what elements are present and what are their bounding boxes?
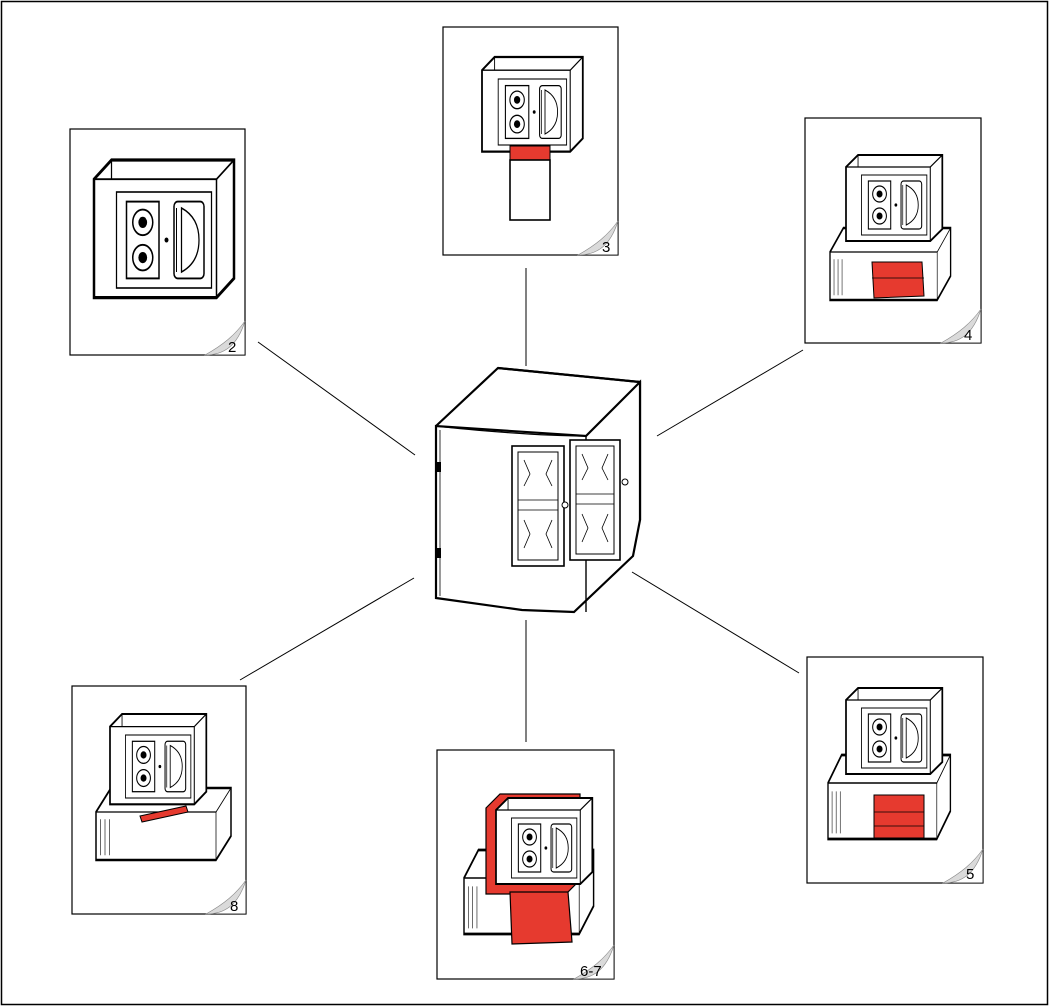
panel-2: 2 [69, 128, 246, 356]
panel-4-socket-box [845, 154, 944, 242]
connector-line-2 [257, 341, 416, 456]
panel-3-number: 3 [602, 239, 610, 256]
panel-2-socket-box [92, 158, 236, 300]
panel-8: 8 [71, 685, 247, 915]
connector-line-8 [239, 577, 415, 681]
panel-5-red-band [873, 794, 925, 839]
panel-3-riser [509, 159, 551, 221]
panel-8-number: 8 [230, 898, 238, 915]
panel-4: 4 [804, 117, 982, 344]
panel-3-socket-box [480, 55, 584, 153]
panel-4-red-band [871, 261, 925, 299]
panel-3-red-collar [509, 145, 551, 161]
connector-line-5 [631, 571, 800, 674]
panel-6-7: 6-7 [436, 749, 615, 980]
panel-8-socket-box [108, 712, 208, 806]
panel-5: 5 [806, 656, 984, 884]
panel-8-red-strip [139, 805, 189, 823]
panel-4-number: 4 [964, 327, 972, 344]
connector-lines [239, 268, 804, 742]
panel-67-red-band [509, 891, 573, 945]
double-mounting-box [434, 366, 642, 614]
panel-3: 3 [442, 26, 619, 256]
connector-line-4 [656, 349, 804, 437]
panel-5-number: 5 [966, 866, 974, 883]
panel-67-number: 6-7 [580, 963, 602, 980]
panel-67-socket-box [495, 797, 594, 885]
panel-2-number: 2 [228, 339, 236, 356]
panel-5-socket-box [845, 687, 944, 775]
